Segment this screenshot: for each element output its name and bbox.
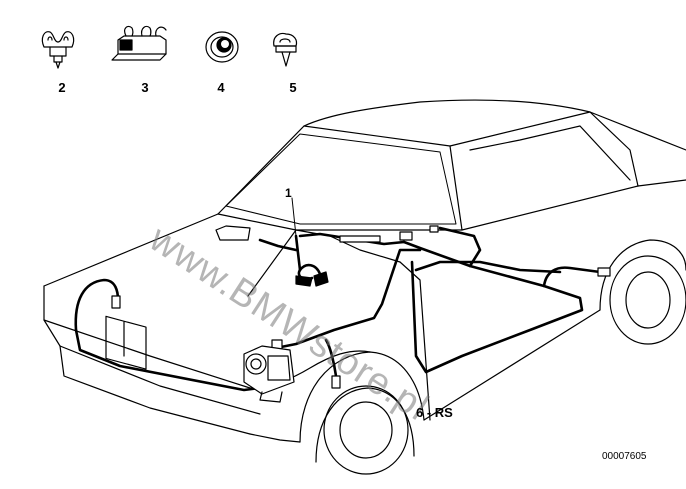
reference-code: 00007605 xyxy=(602,451,647,462)
wiring-harness xyxy=(74,226,602,392)
callout-1: 1 xyxy=(285,186,292,200)
connectors xyxy=(111,225,611,403)
part-4-grommet xyxy=(205,31,239,63)
variant-label: 6 - RS xyxy=(416,405,453,420)
callout-3: 3 xyxy=(141,80,149,95)
callout-2: 2 xyxy=(58,80,66,95)
part-2-clip xyxy=(41,31,75,69)
callout-1-leader xyxy=(291,197,297,237)
part-3-holder xyxy=(111,25,167,61)
callout-4: 4 xyxy=(217,80,225,95)
part-5-cable-clip xyxy=(273,32,298,67)
callout-5: 5 xyxy=(289,80,297,95)
car-body xyxy=(43,99,686,475)
